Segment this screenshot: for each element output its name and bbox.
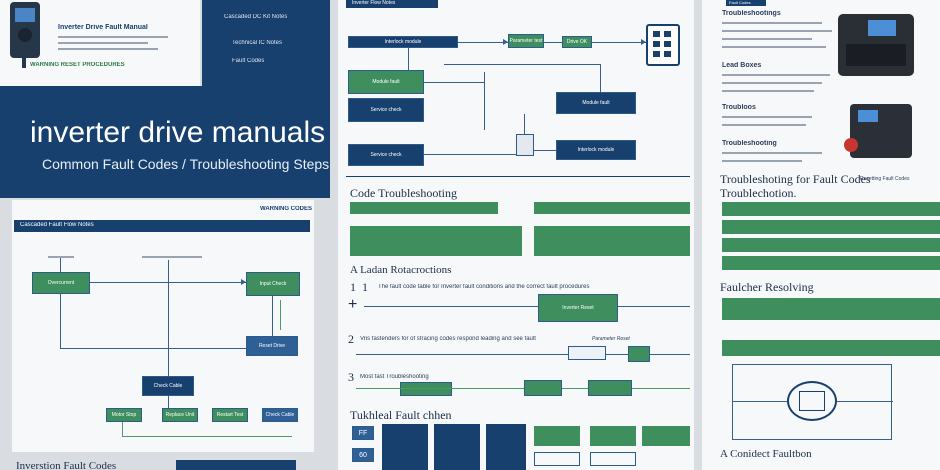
flow-node-4: Check Cable	[142, 376, 194, 396]
manual-nav-strip: Cascaded DC Kit Notes Technical IC Notes…	[202, 0, 330, 86]
step-2-text: Vris fastenders for of stracing codes re…	[360, 336, 536, 342]
drive-device-image	[10, 2, 40, 68]
wiring-diagram	[732, 364, 893, 440]
section-fault-chart: Tukhleal Fault chhen	[350, 408, 452, 422]
footer-title-left: Inverstion Fault Codes	[16, 460, 117, 470]
center-flow-box-6: Module fault	[556, 92, 636, 114]
flow-node-6: Replace Unit	[162, 408, 198, 422]
step-2-tag: Parameter Reset	[592, 336, 630, 342]
flow-node-2: Input Check	[246, 272, 300, 296]
right-heading-4: Troubleshooting	[722, 140, 777, 147]
banner-subtitle: Common Fault Codes / Troubleshooting Ste…	[42, 156, 330, 172]
center-flow-box-1: Interlock module	[348, 36, 458, 48]
sheet-header: Inverter Drive Fault Manual	[58, 24, 148, 31]
center-flow-box-2: Parameter test	[508, 34, 544, 48]
table-code-2: 60	[352, 448, 374, 462]
manual-sheet-center: Inverter Flow Notes Interlock module Par…	[338, 0, 694, 470]
right-big-title: Troubleshoting for Fault Codes	[720, 172, 871, 186]
table-code-1: FF	[352, 426, 374, 440]
relay-icon	[516, 134, 534, 156]
warning-codes-label: WARNING CODES	[260, 206, 313, 212]
footer-tab-left	[176, 460, 296, 470]
right-heading-2: Lead Boxes	[722, 62, 762, 69]
banner-title: inverter drive manuals	[30, 116, 326, 149]
center-flow-box-8: Interlock module	[556, 140, 636, 160]
step-3-text: Most fast Troubleshooting	[360, 374, 429, 380]
sheet-subheader: WARNING RESET PROCEDURES	[30, 62, 125, 68]
right-top-tab: Fault Codes	[726, 0, 766, 6]
plus-icon: +	[348, 296, 358, 313]
flow-title-bar: Cascaded Fault Flow Notes	[14, 220, 310, 232]
center-top-tab: Inverter Flow Notes	[346, 0, 438, 8]
step-1-box: Inverter Reset	[538, 294, 618, 322]
center-flow-box-7: Service check	[348, 144, 424, 166]
title-banner: inverter drive manuals Common Fault Code…	[0, 86, 330, 198]
center-flow-box-3: Drive OK	[562, 36, 592, 48]
control-panel-icon	[646, 24, 680, 66]
center-flow-box-4: Module fault	[348, 70, 424, 94]
right-heading-6: A Conidect Faultbon	[720, 448, 812, 460]
center-flow-box-5: Service check	[348, 98, 424, 122]
nav-item-2[interactable]: Technical IC Notes	[232, 40, 283, 46]
drive-unit-image-2	[844, 104, 912, 158]
right-side-label: Resetting Fault Codes	[860, 176, 910, 182]
section-rotacroctions: A Ladan Rotacroctions	[350, 264, 452, 276]
nav-item-3[interactable]: Fault Codes	[232, 58, 265, 64]
section-code-troubleshooting: Code Troubleshooting	[350, 186, 458, 200]
step-1-text: The fault code table for Inverter fault …	[378, 284, 590, 290]
flow-node-3: Reset Drive	[246, 336, 298, 356]
flow-node-7: Restart Test	[212, 408, 248, 422]
right-heading-1: Troubleshootings	[722, 10, 781, 17]
flow-node-8: Check Cable	[262, 408, 298, 422]
manual-sheet-top-left: Inverter Drive Fault Manual WARNING RESE…	[0, 0, 200, 86]
step-1-number: 1	[350, 280, 356, 294]
manual-sheet-right: Fault Codes Troubleshootings Lead Boxes …	[702, 0, 940, 470]
drive-unit-image-1	[838, 14, 914, 76]
manual-sheet-left: WARNING CODES Cascaded Fault Flow Notes …	[12, 200, 314, 452]
step-2-number: 2	[348, 332, 354, 346]
right-heading-5: Faulcher Resolving	[720, 280, 814, 294]
right-heading-3: Troubloos	[722, 104, 756, 111]
flow-node-5: Motor Stop	[106, 408, 142, 422]
step-3-number: 3	[348, 370, 354, 384]
flow-node-1: Overcurrent	[32, 272, 90, 294]
nav-item-1[interactable]: Cascaded DC Kit Notes	[224, 14, 288, 20]
right-big-title-2: Troublechotion.	[720, 186, 797, 200]
